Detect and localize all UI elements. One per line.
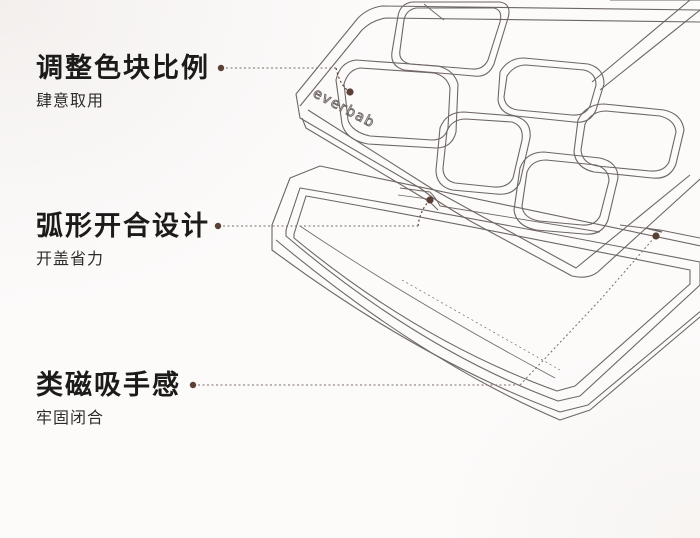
feature-color-ratio: 调整色块比例 肆意取用 (36, 53, 210, 111)
feature-title: 类磁吸手感 (36, 370, 181, 401)
feature-subtitle: 肆意取用 (36, 91, 105, 110)
feature-subtitle: 牢固闭合 (36, 408, 105, 427)
feature-title: 调整色块比例 (36, 53, 210, 84)
feature-subtitle: 开盖省力 (36, 249, 105, 268)
base-tray (271, 165, 700, 421)
feature-magnetic-feel: 类磁吸手感 牢固闭合 (36, 370, 181, 428)
palette-insert (295, 0, 700, 278)
leader-line-1 (217, 64, 354, 96)
leader-line-3 (189, 232, 660, 389)
leader-line-2 (214, 196, 434, 230)
brand-mark: everbab (310, 85, 378, 131)
feature-arc-opening: 弧形开合设计 开盖省力 (36, 211, 210, 269)
feature-title: 弧形开合设计 (36, 211, 210, 242)
